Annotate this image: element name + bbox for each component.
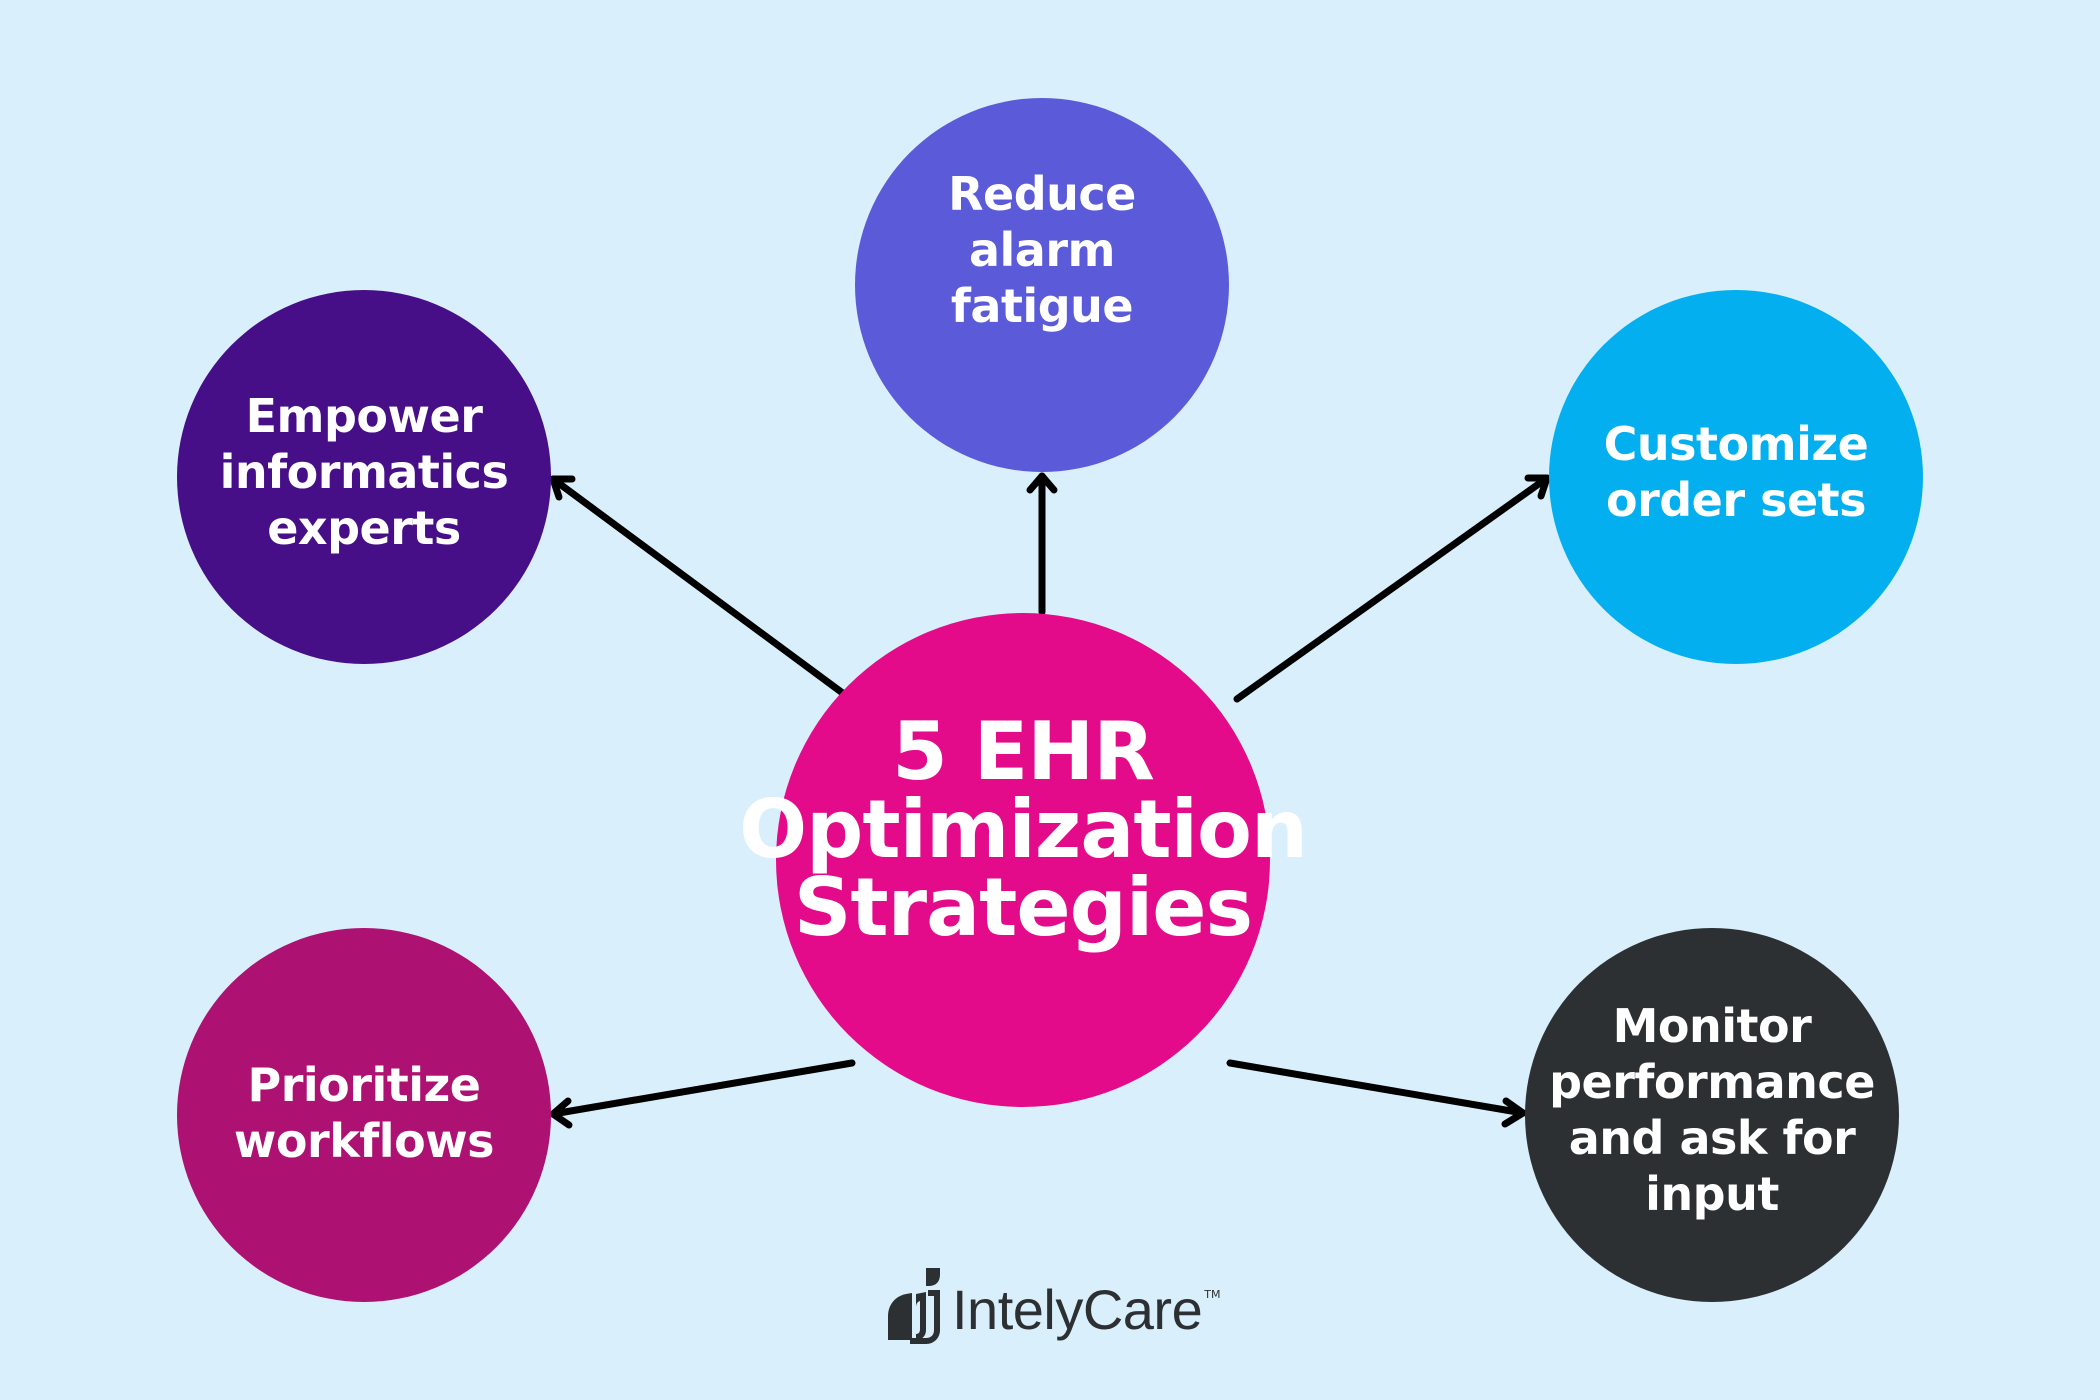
arrow-to-top-left (549, 475, 852, 701)
node-label: Monitor performance and ask for input (1549, 999, 1875, 1221)
arrow-to-top (1026, 472, 1058, 616)
node-label: Customize order sets (1603, 417, 1869, 527)
arrow-to-top-right (1233, 474, 1551, 703)
node-label: Reduce alarm fatigue (948, 167, 1136, 333)
node-monitor-performance: Monitor performance and ask for input (1525, 928, 1899, 1302)
brand-logo: IntelyCare TM (886, 1268, 1220, 1344)
node-center-title: 5 EHR Optimization Strategies (739, 613, 1308, 1107)
node-empower-informatics-experts: Empower informatics experts (177, 290, 551, 664)
intelycare-logo-icon (888, 1268, 940, 1344)
node-reduce-alarm-fatigue: Reduce alarm fatigue (855, 98, 1229, 472)
arrow-to-bottom-left (549, 1059, 856, 1129)
node-prioritize-workflows: Prioritize workflows (177, 928, 551, 1302)
node-customize-order-sets: Customize order sets (1549, 290, 1923, 664)
node-label: Prioritize workflows (233, 1057, 495, 1168)
arrow-to-bottom-right (1226, 1059, 1527, 1128)
trademark-symbol: TM (1204, 1288, 1221, 1301)
node-label: Empower informatics experts (219, 389, 509, 555)
brand-name: IntelyCare (952, 1278, 1203, 1341)
center-title: 5 EHR Optimization Strategies (739, 705, 1308, 954)
